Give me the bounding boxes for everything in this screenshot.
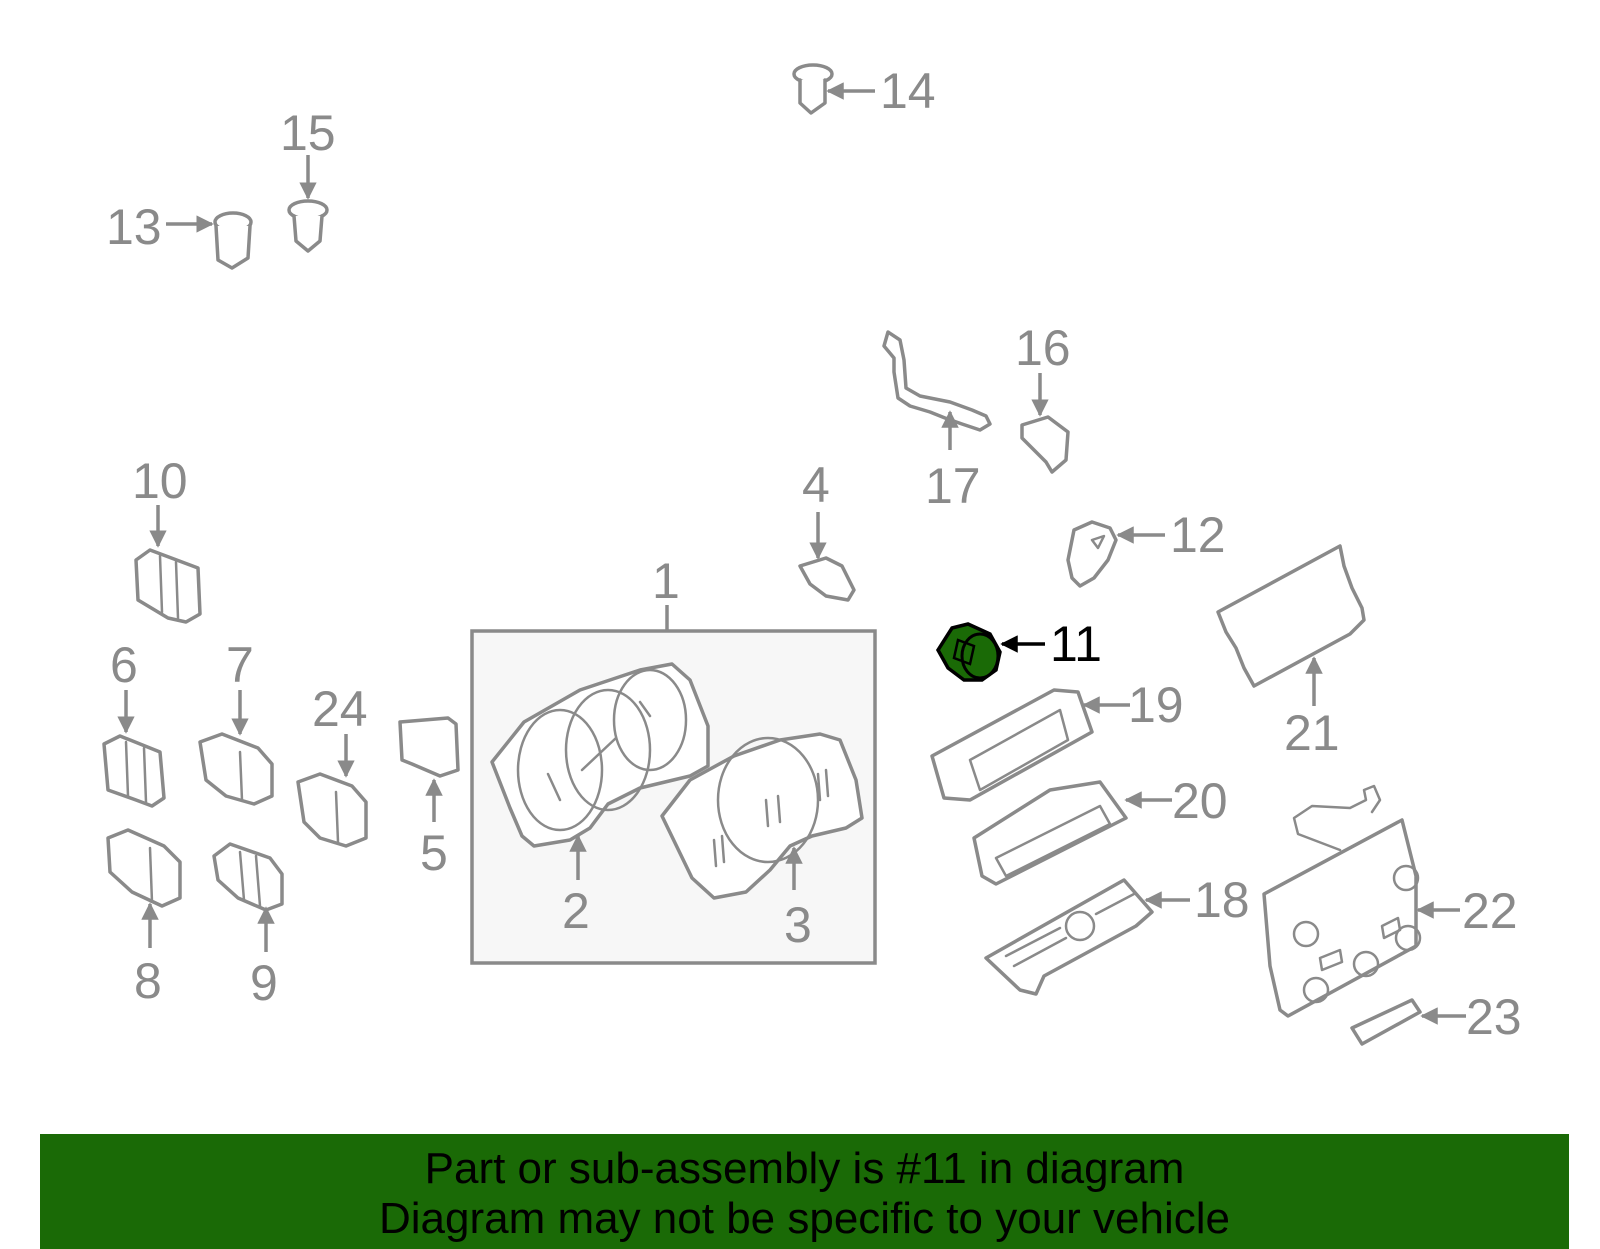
callout-24[interactable]: 24 — [312, 681, 368, 737]
callout-19[interactable]: 19 — [1128, 677, 1184, 733]
part-10[interactable]: 10 — [132, 453, 202, 624]
callout-20[interactable]: 20 — [1172, 773, 1228, 829]
part-7[interactable]: 7 — [198, 637, 274, 806]
callout-6[interactable]: 6 — [110, 637, 138, 693]
part-17[interactable]: 17 — [882, 330, 992, 514]
callout-22[interactable]: 22 — [1462, 883, 1518, 939]
callout-14[interactable]: 14 — [880, 63, 936, 119]
part-19[interactable]: 19 — [930, 677, 1184, 802]
callout-9[interactable]: 9 — [250, 955, 278, 1011]
part-9[interactable]: 9 — [212, 842, 284, 1011]
callout-1[interactable]: 1 — [652, 553, 680, 609]
part-5[interactable]: 5 — [398, 716, 460, 881]
part-15[interactable]: 15 — [280, 105, 336, 253]
banner-line-1: Part or sub-assembly is #11 in diagram — [424, 1144, 1185, 1193]
callout-15[interactable]: 15 — [280, 105, 336, 161]
callout-4[interactable]: 4 — [802, 457, 830, 513]
callout-5[interactable]: 5 — [420, 825, 448, 881]
part-3[interactable]: 3 — [660, 732, 864, 953]
callout-10[interactable]: 10 — [132, 453, 188, 509]
callout-2[interactable]: 2 — [562, 883, 590, 939]
part-6[interactable]: 6 — [102, 637, 166, 808]
part-2[interactable]: 2 — [490, 662, 710, 939]
callout-3[interactable]: 3 — [784, 897, 812, 953]
callout-13[interactable]: 13 — [106, 199, 162, 255]
part-21[interactable]: 21 — [1216, 544, 1366, 761]
part-14[interactable]: 14 — [792, 63, 936, 119]
banner-line-2: Diagram may not be specific to your vehi… — [378, 1194, 1231, 1243]
callout-8[interactable]: 8 — [134, 953, 162, 1009]
callout-18[interactable]: 18 — [1194, 872, 1250, 928]
part-23[interactable]: 23 — [1350, 989, 1522, 1046]
info-banner: Part or sub-assembly is #11 in diagram D… — [40, 1134, 1569, 1249]
part-24[interactable]: 24 — [296, 681, 368, 848]
part-4[interactable]: 4 — [798, 457, 856, 602]
callout-23[interactable]: 23 — [1466, 989, 1522, 1045]
callout-17[interactable]: 17 — [925, 458, 981, 514]
callout-21[interactable]: 21 — [1284, 705, 1340, 761]
part-13[interactable]: 13 — [106, 199, 253, 270]
part-16[interactable]: 16 — [1015, 320, 1071, 474]
callout-7[interactable]: 7 — [226, 637, 254, 693]
part-11[interactable]: 11 — [935, 616, 1102, 682]
part-12[interactable]: 12 — [1066, 507, 1226, 588]
callout-16[interactable]: 16 — [1015, 320, 1071, 376]
callout-12[interactable]: 12 — [1170, 507, 1226, 563]
callout-11[interactable]: 11 — [1050, 616, 1102, 672]
part-18[interactable]: 18 — [984, 872, 1250, 996]
part-22[interactable]: 22 — [1262, 784, 1518, 1018]
part-8[interactable]: 8 — [106, 828, 182, 1009]
part-20[interactable]: 20 — [972, 773, 1228, 886]
